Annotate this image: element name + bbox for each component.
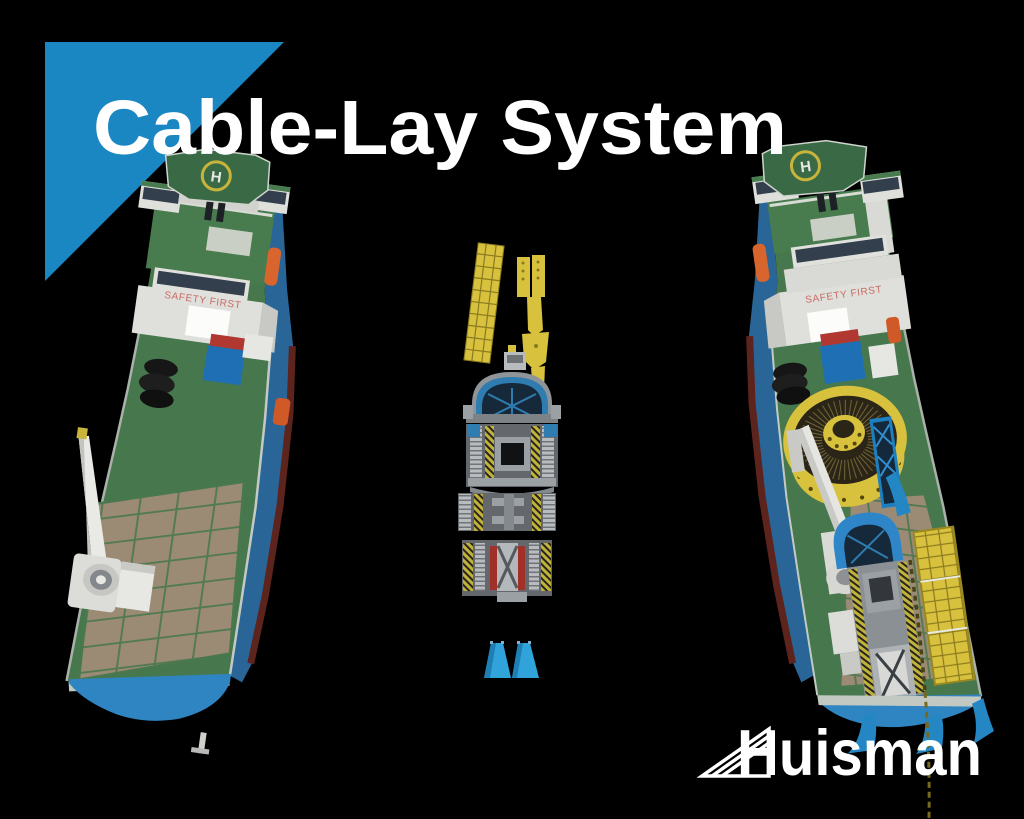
- svg-text:H: H: [210, 168, 223, 186]
- svg-text:Huisman: Huisman: [737, 716, 982, 789]
- svg-text:Cable-Lay System: Cable-Lay System: [93, 85, 787, 171]
- svg-text:H: H: [799, 158, 812, 176]
